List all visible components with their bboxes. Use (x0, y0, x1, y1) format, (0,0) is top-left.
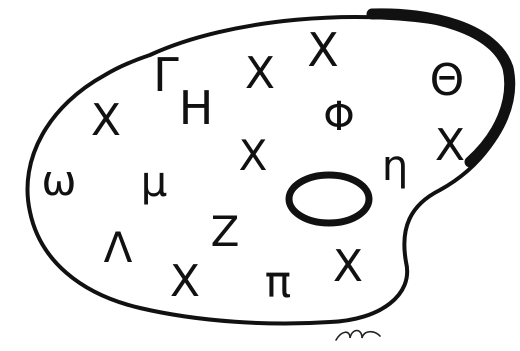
eta-lower-symbol: η (382, 141, 409, 190)
theta-symbol: Θ (430, 55, 465, 106)
thumb-hole (289, 175, 369, 223)
pi-symbol: π (265, 257, 292, 308)
artist-signature (336, 331, 380, 341)
phi-symbol: Φ (323, 94, 354, 140)
x-mark: X (170, 256, 200, 307)
omega-symbol: ω (41, 156, 76, 205)
x-mark: X (91, 95, 121, 146)
mu-symbol: μ (141, 157, 168, 206)
x-mark: X (435, 120, 465, 171)
x-mark: X (333, 241, 363, 292)
zeta-symbol: Z (211, 207, 240, 256)
lambda-symbol: Λ (104, 223, 133, 272)
x-mark: X (307, 23, 339, 77)
signature-scribble (336, 331, 380, 341)
eta-upper-symbol: Η (179, 81, 214, 135)
x-mark: X (239, 131, 268, 180)
gamma-symbol: Γ (153, 48, 179, 102)
x-mark: X (245, 48, 275, 99)
